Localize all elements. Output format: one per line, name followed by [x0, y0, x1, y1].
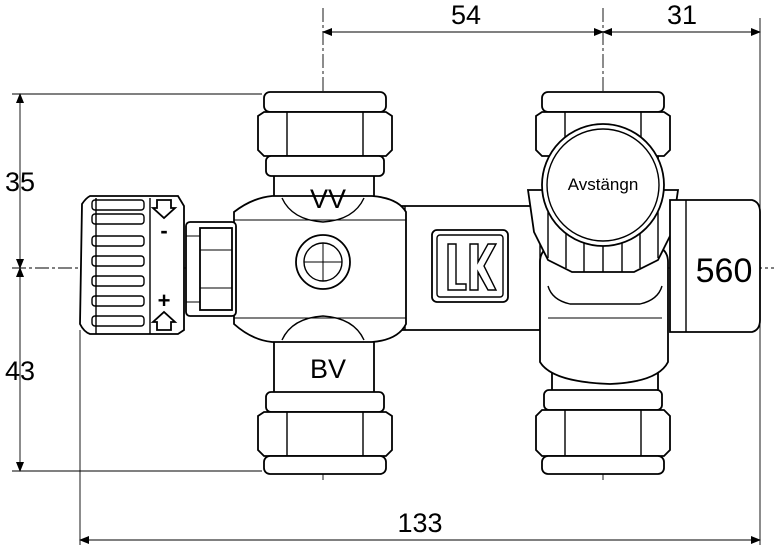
dimension-lines: [16, 28, 761, 544]
port-label-bv: BV: [310, 354, 346, 384]
dimension-133: 133: [397, 508, 442, 538]
dimension-54: 54: [451, 0, 481, 30]
shutoff-label: Avstängn: [568, 175, 639, 194]
lk-logo: [431, 229, 509, 303]
knob-minus-sign: -: [160, 218, 167, 243]
dimension-43: 43: [5, 356, 35, 386]
top-left-nut: [257, 91, 393, 177]
cap-number: 560: [696, 252, 753, 290]
knob-direction-arrows: [150, 199, 178, 331]
adjustment-knob[interactable]: [79, 195, 185, 335]
bottom-left-nut: [257, 391, 393, 475]
bottom-right-nut: [535, 389, 671, 475]
port-label-vv: VV: [310, 184, 346, 214]
side-cap: [669, 199, 761, 333]
dimension-31: 31: [667, 0, 697, 30]
shutoff-knob[interactable]: [526, 123, 680, 273]
dimension-35: 35: [5, 167, 35, 197]
left-connector: [185, 221, 237, 317]
knob-plus-sign: +: [158, 288, 171, 313]
